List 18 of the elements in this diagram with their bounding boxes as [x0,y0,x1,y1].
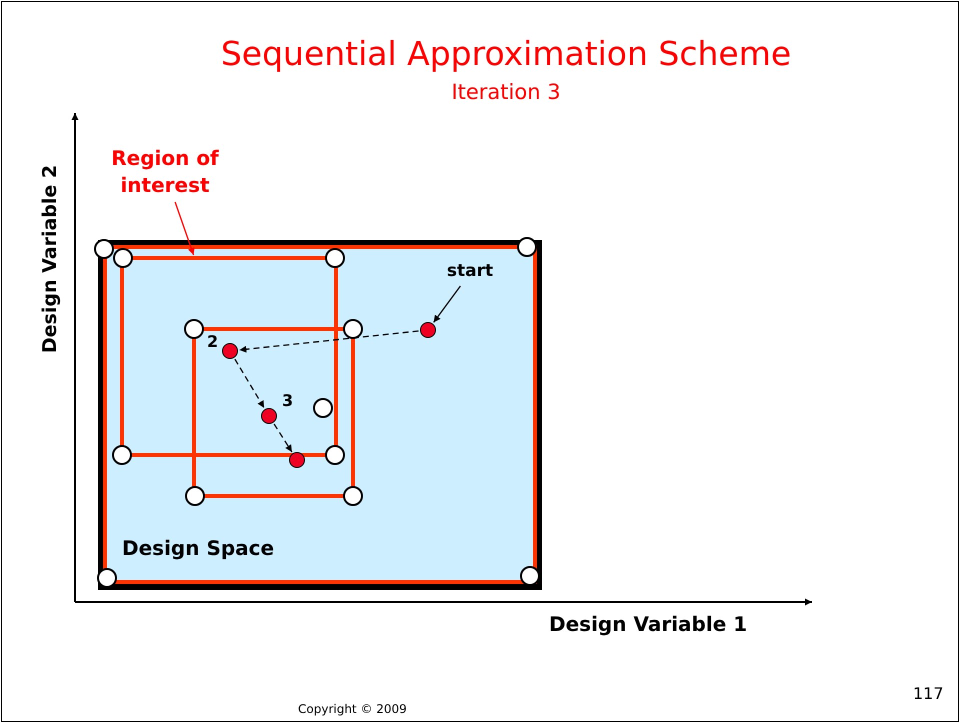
axis-title: Design Variable 2 [39,164,61,354]
page-number: 117 [913,684,944,703]
copyright-note: Copyright © 2009 [298,702,407,716]
arrow [433,286,461,323]
area-label: Design Space [122,536,274,560]
design-point [289,452,305,468]
leader-line [174,202,195,256]
arrow [239,330,419,353]
slide-subtitle: Iteration 3 [450,80,562,104]
point-number: 2 [207,332,218,351]
arrow [274,424,292,452]
callout-text: Region of interest [100,145,230,201]
point-label: start [440,261,500,285]
point-number: 3 [282,391,294,410]
slide-title: Sequential Approximation Scheme [220,34,792,73]
axis-title: Design Variable 1 [549,612,748,636]
arrow [234,358,265,408]
design-point [420,322,436,338]
